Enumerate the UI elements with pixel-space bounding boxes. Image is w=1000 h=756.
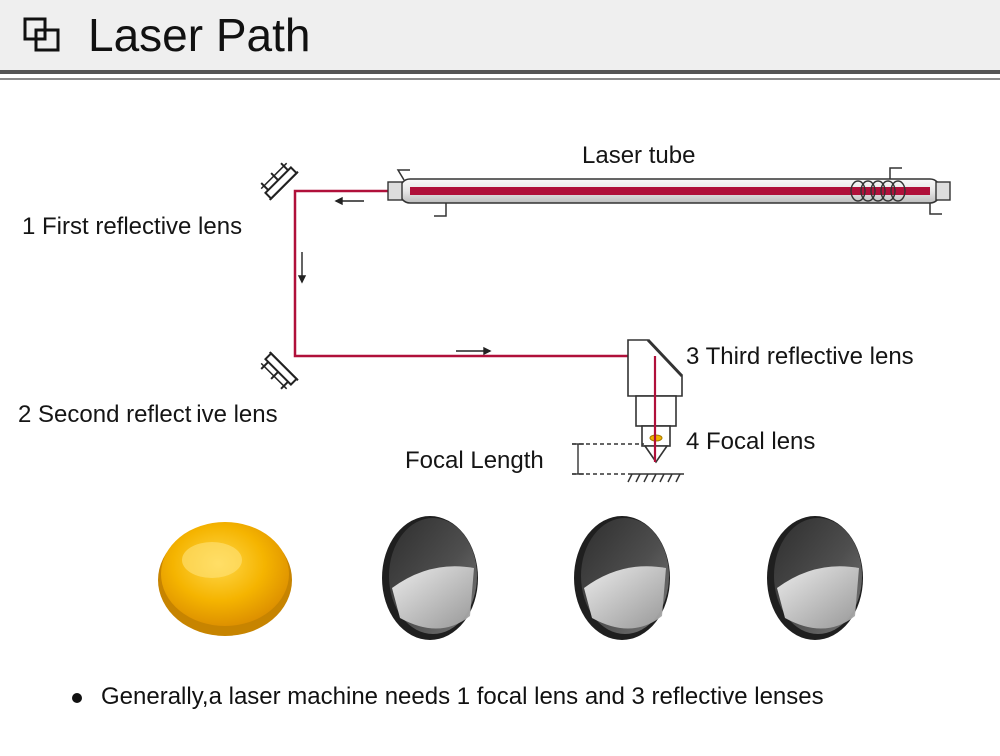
focal-length-dimension (572, 443, 644, 475)
third-lens-label: 3 Third reflective lens (686, 343, 914, 370)
laser-tube-label: Laser tube (582, 142, 696, 169)
reflective-mirror-image-3 (767, 516, 863, 640)
arrow-right-icon (456, 346, 492, 356)
work-surface (627, 473, 684, 483)
arrow-left-icon (334, 196, 364, 206)
page-title: Laser Path (88, 9, 311, 61)
arrow-down-icon (297, 252, 307, 284)
second-lens-label: 2 Second reflect ive lens (18, 401, 278, 428)
header-divider-thin (0, 78, 1000, 80)
header-bar: Laser Path (0, 0, 1000, 70)
footer-note-text: Generally,a laser machine needs 1 focal … (101, 683, 824, 710)
bullet-icon (72, 693, 82, 703)
first-lens-label: 1 First reflective lens (22, 213, 243, 240)
focal-length-label: Focal Length (405, 447, 544, 474)
second-reflective-mirror (260, 351, 299, 390)
reflective-mirror-image-2 (574, 516, 670, 640)
focal-lens-label: 4 Focal lens (686, 428, 816, 455)
laser-tube (387, 167, 951, 217)
first-reflective-mirror (260, 162, 299, 201)
overlapping-squares-icon (23, 17, 60, 52)
yellow-focal-lens-image (158, 522, 292, 636)
header-divider (0, 70, 1000, 74)
reflective-mirror-image-1 (382, 516, 478, 640)
